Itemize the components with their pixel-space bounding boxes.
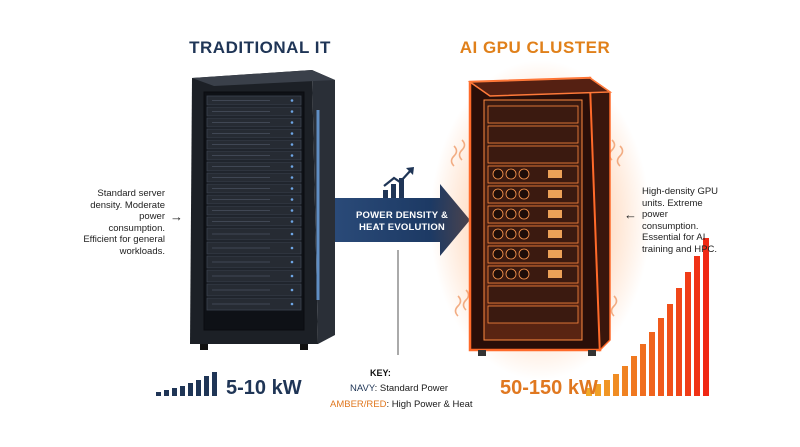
fan-icon bbox=[518, 208, 530, 220]
status-led bbox=[290, 198, 294, 201]
ai-gpu-note: High-density GPU units. Extreme power co… bbox=[642, 186, 719, 255]
fan-icon bbox=[505, 168, 517, 180]
power-bar bbox=[676, 288, 682, 396]
status-led bbox=[290, 154, 294, 157]
power-bars-high bbox=[586, 238, 709, 396]
gpu-unit bbox=[487, 125, 579, 144]
power-bar bbox=[685, 272, 691, 396]
fan-icon bbox=[492, 208, 504, 220]
status-led bbox=[290, 143, 294, 146]
status-led bbox=[290, 220, 294, 223]
gpu-unit bbox=[487, 285, 579, 304]
heat-glow-block bbox=[548, 210, 562, 218]
fan-icon bbox=[492, 228, 504, 240]
fan-icon bbox=[505, 208, 517, 220]
fan-icon bbox=[518, 168, 530, 180]
fan-icon bbox=[492, 168, 504, 180]
power-bar bbox=[586, 388, 592, 396]
power-bar bbox=[156, 392, 161, 396]
heat-glow-block bbox=[548, 230, 562, 238]
power-bar bbox=[694, 256, 700, 396]
status-led bbox=[290, 232, 294, 236]
power-bar bbox=[613, 374, 619, 396]
power-density-label: POWER DENSITY & HEAT EVOLUTION bbox=[352, 210, 452, 234]
fan-icon bbox=[518, 228, 530, 240]
power-bar bbox=[658, 318, 664, 396]
key-title: KEY: bbox=[370, 368, 391, 378]
status-led bbox=[290, 121, 294, 124]
power-bar bbox=[212, 372, 217, 396]
power-bar bbox=[649, 332, 655, 396]
traditional-it-title: TRADITIONAL IT bbox=[189, 38, 331, 57]
status-led bbox=[290, 288, 294, 292]
fan-icon bbox=[505, 268, 517, 280]
status-led bbox=[290, 99, 294, 102]
fan-icon bbox=[518, 268, 530, 280]
fan-icon bbox=[492, 248, 504, 260]
ai-gpu-cluster-title: AI GPU CLUSTER bbox=[459, 38, 611, 57]
status-led bbox=[290, 132, 294, 135]
power-bar bbox=[667, 304, 673, 396]
key-amber-row: AMBER/RED: High Power & Heat bbox=[330, 399, 490, 410]
status-led bbox=[290, 187, 294, 190]
key-navy-label: NAVY bbox=[350, 383, 375, 394]
fan-icon bbox=[518, 248, 530, 260]
status-led bbox=[290, 209, 294, 212]
arrow-left-icon: ← bbox=[624, 207, 637, 222]
power-bar bbox=[631, 356, 637, 396]
status-led bbox=[290, 110, 294, 113]
power-bar bbox=[622, 366, 628, 396]
fan-icon bbox=[492, 188, 504, 200]
power-bar bbox=[164, 390, 169, 396]
ai-gpu-power-value: 50-150 kW bbox=[500, 377, 598, 399]
power-bar bbox=[595, 384, 601, 396]
gpu-unit bbox=[487, 305, 579, 324]
fan-icon bbox=[505, 228, 517, 240]
key-navy-row: NAVY: Standard Power bbox=[350, 383, 490, 394]
status-led bbox=[290, 302, 294, 306]
power-density-line1: POWER DENSITY & bbox=[355, 210, 449, 221]
power-bar bbox=[604, 380, 610, 396]
fan-icon bbox=[518, 188, 530, 200]
gpu-unit bbox=[487, 105, 579, 124]
power-bar bbox=[640, 344, 646, 396]
trend-up-icon bbox=[383, 167, 414, 198]
traditional-rack bbox=[190, 70, 335, 350]
fan-icon bbox=[505, 188, 517, 200]
traditional-note: Standard server density. Moderate power … bbox=[83, 188, 165, 257]
power-bars-low bbox=[156, 372, 217, 396]
power-bar bbox=[196, 380, 201, 396]
ai-gpu-rack bbox=[467, 76, 613, 356]
traditional-power-value: 5-10 kW bbox=[226, 377, 302, 399]
power-bar bbox=[172, 388, 177, 396]
status-led bbox=[290, 165, 294, 168]
key-amber-text: : High Power & Heat bbox=[386, 399, 473, 410]
heat-glow-block bbox=[548, 170, 562, 178]
status-led bbox=[290, 246, 294, 250]
status-led bbox=[290, 176, 294, 179]
power-bar bbox=[180, 386, 185, 396]
status-led bbox=[290, 274, 294, 278]
power-density-line2: HEAT EVOLUTION bbox=[358, 222, 445, 233]
fan-icon bbox=[492, 268, 504, 280]
status-led bbox=[290, 260, 294, 264]
gpu-unit bbox=[487, 145, 579, 164]
fan-icon bbox=[505, 248, 517, 260]
arrow-right-icon: → bbox=[170, 209, 183, 224]
heat-glow-block bbox=[548, 270, 562, 278]
key-legend: KEY: NAVY: Standard Power AMBER/RED: Hig… bbox=[330, 368, 490, 410]
power-bar bbox=[204, 376, 209, 396]
heat-glow-block bbox=[548, 190, 562, 198]
key-navy-text: : Standard Power bbox=[374, 383, 449, 394]
key-amber-label: AMBER/RED bbox=[330, 399, 387, 410]
power-bar bbox=[188, 383, 193, 396]
power-bar bbox=[703, 238, 709, 396]
heat-glow-block bbox=[548, 250, 562, 258]
